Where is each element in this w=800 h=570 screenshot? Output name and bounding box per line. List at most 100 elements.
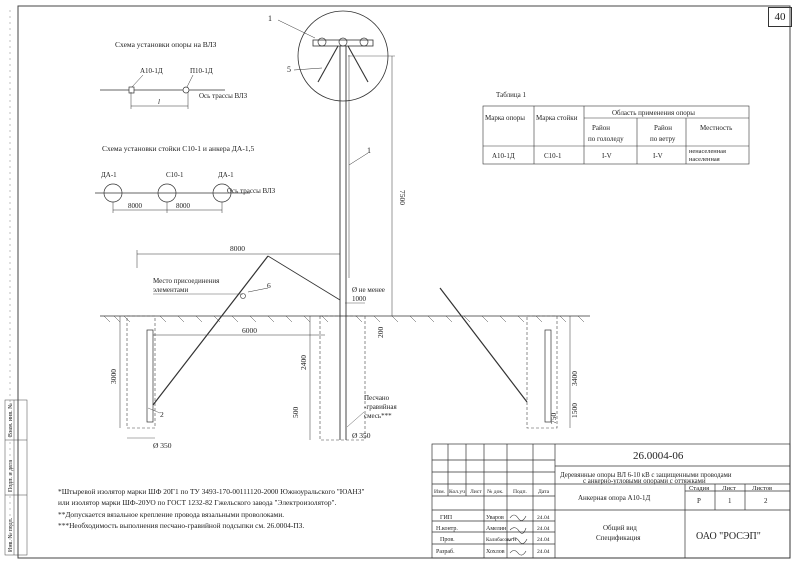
vlz-support-right — [182, 86, 190, 94]
role-3: Разраб. — [436, 548, 455, 555]
span-label: 8000 — [230, 244, 245, 253]
vlz-scheme-title: Схема установки опоры на ВЛЗ — [115, 40, 217, 49]
sheet-frame — [17, 5, 791, 559]
vlz-dim-label: l — [158, 98, 160, 106]
dim-750: 750 — [549, 413, 558, 425]
th-area: Область применения опоры — [612, 109, 695, 117]
td-terrain-1: ненаселенная — [689, 148, 726, 155]
hdr-izm: Изм. — [434, 489, 446, 495]
th-wind-1: Район — [654, 124, 672, 132]
date-0: 24.04 — [537, 515, 550, 521]
stand-dim-2: 8000 — [176, 202, 191, 210]
page-number: 40 — [768, 7, 792, 27]
name-2: Калибасова Н — [486, 536, 517, 543]
doc-title-1: Деревянные опоры ВЛ 6-10 кВ с защищенным… — [560, 472, 732, 479]
anchor-pit-right — [526, 315, 558, 429]
stand-label-1: ДА-1 — [101, 171, 117, 179]
role-0: ГИП — [440, 515, 453, 521]
view-name-2: Спецификация — [596, 534, 641, 542]
attach-label-1: Место присоединения — [153, 277, 220, 285]
table-caption: Таблица 1 — [496, 91, 526, 99]
not-less-label: Ø не менее — [352, 286, 385, 294]
sheets-header: Листов — [752, 485, 772, 492]
stand-axis-label: Ось трассы ВЛЗ — [227, 187, 276, 195]
height-label: 7500 — [398, 190, 407, 205]
dim-3400: 3400 — [570, 371, 579, 386]
doc-code: 26.0004-06 — [633, 450, 684, 462]
notes: *Штыревой изолятор марки ШФ 20Г1 по ТУ 3… — [58, 486, 364, 531]
callout-1b: 1 — [367, 146, 371, 155]
hdr-kol: Кол.уч — [449, 489, 465, 495]
vlz-label-left: А10-1Д — [140, 67, 163, 75]
sheet-value: 1 — [728, 497, 732, 505]
dim-1000: 1000 — [352, 295, 367, 303]
side-stamp — [4, 399, 28, 556]
pole-pit — [319, 315, 366, 441]
brace-right — [347, 45, 369, 83]
th-mark-stand: Марка стойки — [536, 114, 578, 122]
callout-5: 5 — [287, 65, 291, 74]
td-ice: I-V — [602, 152, 612, 160]
date-3: 24.04 — [537, 549, 550, 555]
date-1: 24.04 — [537, 526, 550, 532]
stand-label-3: ДА-1 — [218, 171, 234, 179]
dim-6000: 6000 — [242, 326, 257, 335]
role-2: Пров. — [440, 537, 455, 543]
th-ice-2: по гололеду — [588, 135, 624, 143]
org-name: ОАО "РОСЭП" — [696, 531, 761, 542]
role-1: Н.контр. — [436, 526, 458, 532]
signature-1 — [509, 527, 527, 534]
hdr-sign: Подп. — [513, 489, 528, 495]
note-2: или изолятор марки ШФ-20УО по ГОСТ 1232-… — [58, 498, 337, 508]
view-name-1: Общий вид — [603, 524, 637, 532]
vlz-support-left — [128, 86, 135, 94]
dia-left: Ø 350 — [153, 441, 172, 450]
dim-500: 500 — [291, 407, 300, 419]
sand-label-3: смесь*** — [364, 412, 392, 420]
th-mark-support: Марка опоры — [485, 114, 525, 122]
dim-1500: 1500 — [570, 403, 579, 418]
table-1 — [482, 105, 750, 165]
signature-0 — [509, 514, 527, 521]
note-3: **Допускается вязальное крепление провод… — [58, 509, 285, 519]
vlz-axis-label: Ось трассы ВЛЗ — [199, 92, 248, 100]
dia-center: Ø 350 — [352, 431, 371, 440]
hdr-date: Дата — [538, 489, 550, 495]
note-4: ***Необходимость выполнения песчано-грав… — [58, 520, 305, 530]
callout-2: 2 — [160, 410, 164, 419]
signature-3 — [509, 550, 527, 556]
th-wind-2: по ветру — [650, 135, 676, 143]
td-stand: С10-1 — [544, 152, 562, 160]
stage-value: Р — [697, 497, 701, 505]
th-ice-1: Район — [592, 124, 610, 132]
guy-wire-left — [152, 255, 269, 406]
td-terrain-2: населенная — [689, 156, 720, 163]
td-support: А10-1Д — [492, 152, 515, 160]
ground-hatch — [103, 315, 585, 323]
signature-2 — [508, 537, 528, 544]
dim-2400: 2400 — [299, 355, 308, 370]
stage-header: Стадия — [689, 485, 709, 492]
sand-label-2: -гравийная — [364, 403, 397, 411]
insulator-icon — [317, 37, 327, 47]
stamp-inv: Инв. № подл. — [8, 517, 14, 552]
callout-1: 1 — [268, 14, 272, 23]
sand-label-1: Песчано — [364, 394, 390, 402]
td-wind: I-V — [653, 152, 663, 160]
attach-label-2: элементами — [153, 286, 188, 294]
anchor-pit-left — [126, 315, 156, 429]
doc-title-2: с анкерно-угловыми опорами с оттяжками — [583, 478, 706, 485]
hdr-list: Лист — [470, 489, 482, 495]
stamp-replace: Взам. инв. № — [8, 403, 14, 437]
brace-left — [317, 45, 339, 83]
title-block — [431, 443, 791, 559]
vlz-label-right: П10-1Д — [190, 67, 213, 75]
stamp-sign: Подп. и дата — [8, 460, 14, 492]
name-1: Амелин — [486, 526, 507, 532]
guy-wire-left-top — [267, 255, 341, 301]
sheet-name: Анкерная опора А10-1Д — [578, 494, 650, 502]
date-2: 24.04 — [537, 537, 550, 543]
guy-wire-right — [439, 287, 528, 403]
